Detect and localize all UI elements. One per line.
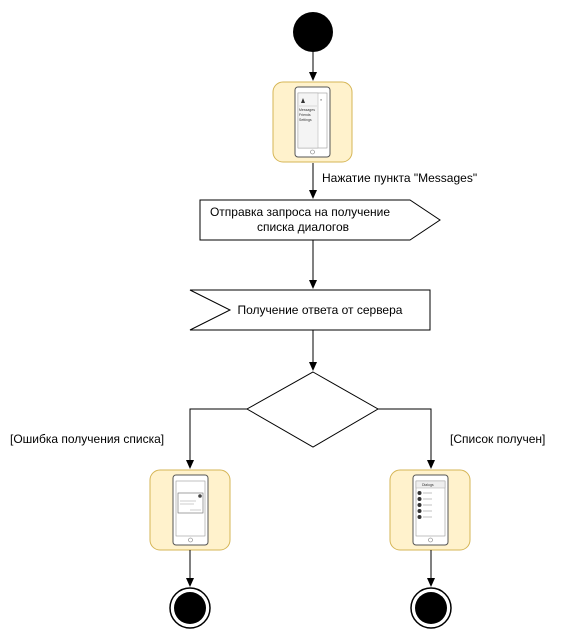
final-node-success xyxy=(410,587,452,629)
initial-node xyxy=(293,12,333,52)
send-request-line2: списка диалогов xyxy=(257,220,349,234)
error-dialog xyxy=(177,492,204,514)
phone-icon xyxy=(172,474,209,546)
send-request-line1: Отправка запроса на получение xyxy=(210,205,390,219)
svg-text:≡: ≡ xyxy=(320,98,322,102)
edge-decision-to-success xyxy=(378,408,435,469)
receive-response-action: Получение ответа от сервера xyxy=(189,289,431,331)
menu-screen-node: ≡ Messages Friends Settings xyxy=(272,81,353,163)
decision-node xyxy=(245,371,380,448)
dialogs-screen-node: Dialogs xyxy=(389,469,471,551)
dialog-list xyxy=(417,491,432,519)
phone-menu-item: Friends xyxy=(299,113,311,117)
final-node-error xyxy=(169,587,211,629)
error-screen-node xyxy=(149,469,231,551)
guard-success-label: [Список получен] xyxy=(450,432,545,446)
send-request-action: Отправка запроса на получение списка диа… xyxy=(199,199,441,241)
edge-decision-to-error xyxy=(186,408,247,469)
phone-menu-item: Settings xyxy=(299,118,312,122)
guard-error-label: [Ошибка получения списка] xyxy=(10,432,164,446)
receive-response-label: Получение ответа от сервера xyxy=(238,303,403,317)
phone-icon: Dialogs xyxy=(412,474,449,546)
phone-icon: ≡ Messages Friends Settings xyxy=(294,86,331,158)
transition-label: Нажатие пункта "Messages" xyxy=(322,171,477,185)
phone-list-header: Dialogs xyxy=(422,483,434,487)
phone-menu-item: Messages xyxy=(299,108,315,112)
